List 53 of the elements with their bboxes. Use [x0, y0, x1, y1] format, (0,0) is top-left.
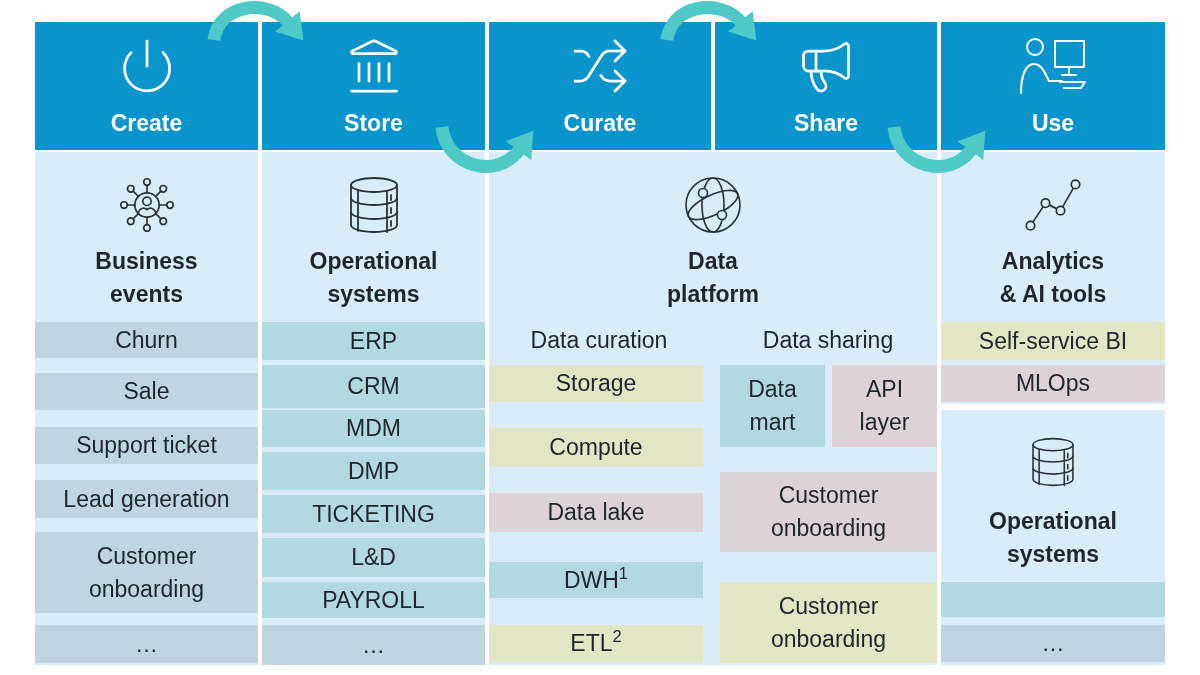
list-item: Support ticket	[35, 427, 258, 464]
stage-header	[262, 22, 485, 150]
list-item: Sale	[35, 373, 258, 410]
list-item: MLOps	[941, 365, 1165, 402]
group-heading: Data sharing	[762, 326, 894, 355]
category-panel	[941, 152, 1165, 404]
list-item: Self-service BI	[941, 322, 1165, 360]
list-item: Data lake	[489, 493, 703, 532]
list-item: L&D	[262, 538, 485, 577]
list-item: TICKETING	[262, 495, 485, 533]
category-title: Operational systems	[988, 507, 1118, 569]
stage-title: Use	[1031, 109, 1075, 138]
list-item: Lead generation	[35, 480, 258, 518]
list-item: …	[35, 625, 258, 663]
empty-list-bar	[941, 582, 1165, 617]
list-item: Data mart	[720, 365, 825, 447]
list-item: ETL$^{2}$	[489, 625, 703, 662]
stage-header	[35, 22, 258, 150]
category-title: Business events	[94, 247, 199, 309]
stage-title: Create	[110, 109, 183, 138]
category-panel	[262, 152, 485, 665]
stage-header	[489, 22, 711, 150]
category-panel	[489, 152, 937, 665]
category-panel	[941, 410, 1165, 665]
list-item: PAYROLL	[262, 582, 485, 618]
list-item: Customer onboarding	[720, 472, 937, 552]
flow-arrow	[887, 125, 988, 173]
category-title: Data platform	[666, 247, 760, 309]
stage-header	[715, 22, 937, 150]
list-item: CRM	[262, 365, 485, 408]
stage-title: Curate	[563, 109, 637, 138]
category-title: Analytics & AI tools	[998, 247, 1108, 309]
group-heading: Data curation	[530, 326, 668, 355]
list-item: DMP	[262, 452, 485, 490]
stage-title: Store	[344, 109, 403, 138]
category-title: Operational systems	[308, 247, 439, 309]
flow-arrow	[207, 1, 306, 42]
list-item: …	[941, 625, 1165, 662]
list-item: …	[262, 625, 485, 665]
list-item: Storage	[489, 365, 703, 402]
stage-title: Share	[794, 109, 858, 138]
list-item: ERP	[262, 322, 485, 360]
category-panel	[35, 152, 258, 665]
list-item: Churn	[35, 322, 258, 358]
flow-arrow	[435, 125, 536, 173]
list-item: DWH$^{1}$	[489, 562, 703, 598]
stage-header	[941, 22, 1165, 150]
flow-arrow	[660, 1, 759, 42]
list-item: Customer onboarding	[35, 532, 258, 613]
list-item: Customer onboarding	[720, 582, 937, 663]
list-item: API layer	[832, 365, 937, 447]
list-item: MDM	[262, 410, 485, 447]
list-item: Compute	[489, 428, 703, 467]
